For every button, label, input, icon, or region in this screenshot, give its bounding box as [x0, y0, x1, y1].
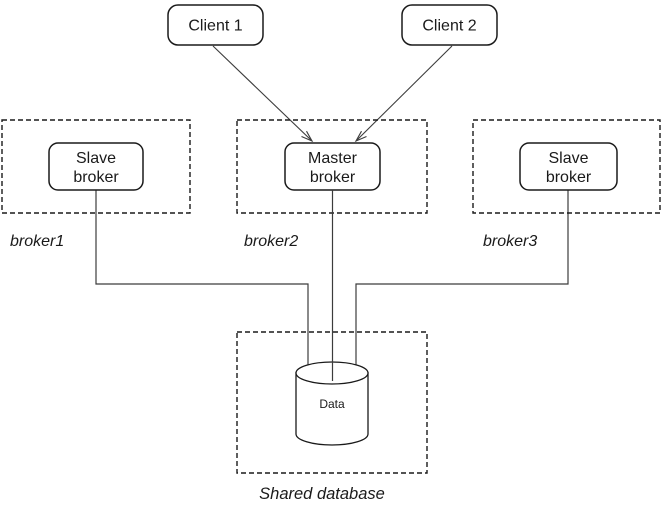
broker3-group: Slave broker broker3 [472, 119, 661, 250]
database-cylinder-label: Data [319, 397, 345, 411]
slave3-to-database-connector [355, 190, 569, 371]
shared-database-group: Data Shared database [236, 190, 428, 503]
client1-to-master-connector [212, 45, 314, 143]
client2-to-master-connector [354, 45, 453, 143]
broker3-group-label: broker3 [483, 233, 537, 250]
client2-node: Client 2 [401, 4, 498, 46]
slave-broker1-label-line2: broker [73, 169, 119, 186]
database-cylinder-body [295, 372, 369, 446]
slave-broker3-label-line1: Slave [548, 150, 588, 167]
client2-label: Client 2 [422, 18, 476, 35]
broker3-group-border [472, 119, 661, 214]
client1-node: Client 1 [167, 4, 264, 46]
broker1-group: Slave broker broker1 [1, 119, 191, 250]
broker1-group-label: broker1 [10, 233, 64, 250]
slave-broker1-node [48, 142, 144, 191]
slave-broker3-node [519, 142, 618, 191]
arrowhead-icon [354, 130, 367, 143]
broker1-group-border [1, 119, 191, 214]
master-broker-label-line2: broker [310, 169, 356, 186]
broker2-group-label: broker2 [244, 233, 298, 250]
shared-database-caption: Shared database [259, 485, 385, 503]
slave-broker3-label-line2: broker [546, 169, 592, 186]
client1-label: Client 1 [188, 18, 242, 35]
broker2-group: Master broker broker2 [236, 119, 428, 250]
slave1-to-database-connector [95, 190, 309, 371]
slave-broker1-label-line1: Slave [76, 150, 116, 167]
arrowhead-icon [301, 130, 314, 143]
master-broker-label-line1: Master [308, 150, 358, 167]
shared-database-group-border [236, 331, 428, 474]
